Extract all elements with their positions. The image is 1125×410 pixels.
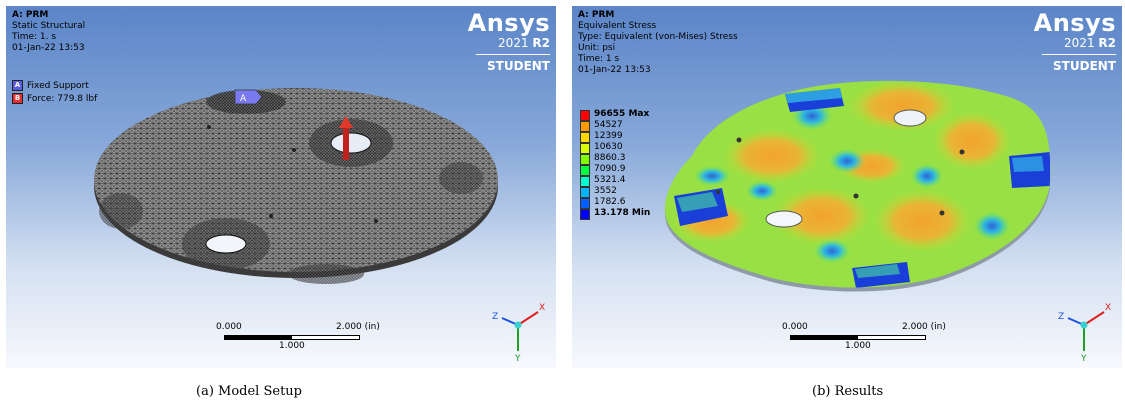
colorbar-swatch — [580, 143, 590, 154]
small-hole — [374, 219, 378, 223]
scale-start: 0.000 — [782, 322, 808, 332]
colorbar-swatch — [580, 209, 590, 220]
small-hole — [207, 125, 211, 129]
scale-bar-graphic — [790, 335, 926, 340]
date-label: 01-Jan-22 13:53 — [578, 65, 651, 75]
disk-top-mesh — [94, 88, 498, 272]
scale-bar-graphic — [224, 335, 360, 340]
force-arrow-shaft — [343, 126, 349, 160]
scale-end: 2.000 (in) — [336, 322, 380, 332]
meshed-disk-model[interactable]: A — [6, 6, 556, 368]
simulation-info: A: PRM Static Structural Time: 1. s 01-J… — [12, 10, 85, 54]
force-arrow-head — [339, 116, 353, 128]
colorbar-swatch — [580, 110, 590, 121]
colorbar-label: 7090.9 — [594, 164, 626, 174]
result-unit: Unit: psi — [578, 43, 616, 53]
boundary-condition-legend: A Fixed Support B Force: 779.8 lbf — [12, 80, 97, 106]
small-hole — [939, 210, 945, 216]
small-hole — [736, 137, 742, 143]
fixed-support-region — [288, 264, 364, 284]
colorbar-swatch — [580, 198, 590, 209]
bolt-hole — [330, 132, 372, 154]
brand-version: 2021 R2 — [498, 36, 550, 50]
brand-name: Ansys — [1033, 9, 1116, 37]
small-hole — [269, 214, 273, 218]
fixed-support-marker — [234, 89, 263, 105]
scale-end: 2.000 (in) — [902, 322, 946, 332]
colorbar-swatch — [580, 187, 590, 198]
time-label: Time: 1. s — [12, 32, 57, 42]
colorbar-label: 3552 — [594, 186, 617, 196]
colorbar-swatch — [580, 132, 590, 143]
legend-force[interactable]: B Force: 779.8 lbf — [12, 93, 97, 104]
scale-mid: 1.000 — [845, 341, 871, 351]
colorbar-label: 96655 Max — [594, 109, 650, 119]
colorbar-label: 12399 — [594, 131, 623, 141]
result-info: A: PRM Equivalent Stress Type: Equivalen… — [578, 10, 738, 76]
figure-caption-a: (a) Model Setup — [196, 384, 302, 399]
project-label: A: PRM — [578, 10, 615, 20]
bolt-hole — [765, 210, 803, 228]
scale-start: 0.000 — [216, 322, 242, 332]
colorbar-label: 13.178 Min — [594, 208, 651, 218]
stress-contour-model[interactable] — [572, 6, 1122, 368]
legend-fixed-support[interactable]: A Fixed Support — [12, 80, 97, 91]
scale-bar: 0.000 2.000 (in) 1.000 — [782, 322, 946, 352]
analysis-type: Static Structural — [12, 21, 86, 31]
ansys-logo: Ansys 2021 R2 STUDENT — [1034, 10, 1116, 73]
model-setup-viewport[interactable]: A: PRM Static Structural Time: 1. s 01-J… — [6, 6, 556, 368]
brand-tier: STUDENT — [1053, 59, 1116, 73]
colorbar-swatch — [580, 121, 590, 132]
bolt-hole — [205, 234, 247, 254]
marker-label: A — [240, 94, 247, 104]
colorbar-swatch — [580, 165, 590, 176]
colorbar-label: 8860.3 — [594, 153, 626, 163]
colorbar-swatch — [580, 176, 590, 187]
colorbar-label: 10630 — [594, 142, 623, 152]
small-hole — [853, 193, 859, 199]
colorbar-label: 1782.6 — [594, 197, 626, 207]
project-label: A: PRM — [12, 10, 49, 20]
results-viewport[interactable]: A: PRM Equivalent Stress Type: Equivalen… — [572, 6, 1122, 368]
fixed-support-region — [439, 162, 483, 194]
legend-key-a: A — [12, 80, 23, 91]
date-label: 01-Jan-22 13:53 — [12, 43, 85, 53]
result-type: Type: Equivalent (von-Mises) Stress — [578, 32, 738, 42]
scale-bar: 0.000 2.000 (in) 1.000 — [216, 322, 380, 352]
figure-caption-b: (b) Results — [812, 384, 884, 399]
colorbar-label: 5321.4 — [594, 175, 626, 185]
contour-field — [664, 80, 1051, 288]
small-hole — [959, 149, 965, 155]
colorbar-swatch — [580, 154, 590, 165]
brand-tier: STUDENT — [487, 59, 550, 73]
brand-divider — [476, 54, 550, 55]
time-label: Time: 1 s — [578, 54, 620, 64]
colorbar-label: 54527 — [594, 120, 623, 130]
brand-name: Ansys — [467, 9, 550, 37]
legend-label: Fixed Support — [27, 80, 89, 91]
legend-label: Force: 779.8 lbf — [27, 93, 98, 104]
scale-mid: 1.000 — [279, 341, 305, 351]
brand-divider — [1042, 54, 1116, 55]
fixed-support-region — [99, 193, 143, 229]
result-name: Equivalent Stress — [578, 21, 657, 31]
brand-version: 2021 R2 — [1064, 36, 1116, 50]
bolt-hole — [893, 109, 927, 127]
small-hole — [292, 148, 296, 152]
ansys-logo: Ansys 2021 R2 STUDENT — [468, 10, 550, 73]
small-hole — [716, 190, 720, 194]
legend-key-b: B — [12, 93, 23, 104]
